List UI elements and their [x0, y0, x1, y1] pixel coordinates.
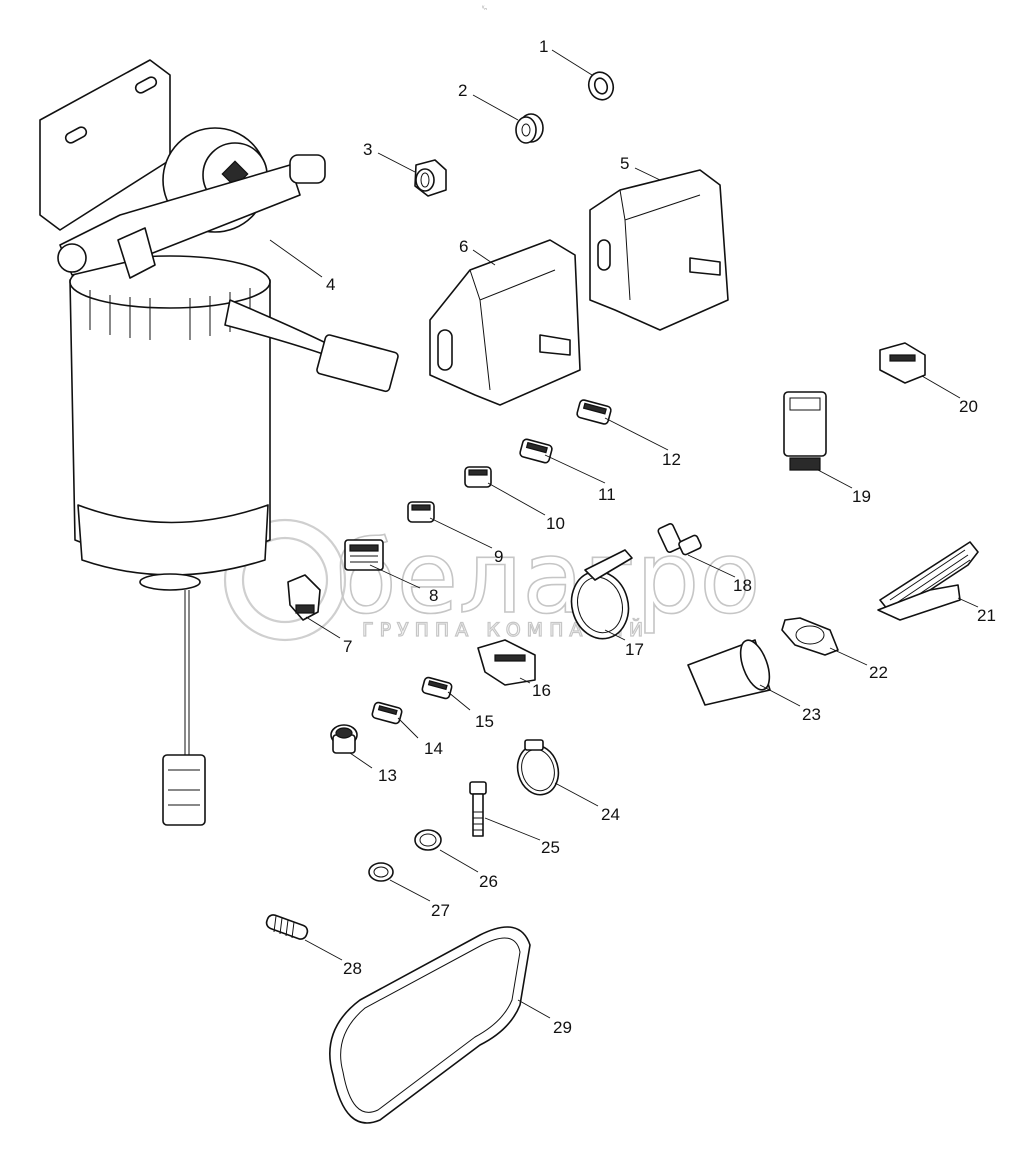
callout-2: 2	[458, 81, 467, 100]
top-mark: ᵛₙ	[481, 5, 487, 12]
part-12-connector[interactable]	[576, 399, 612, 425]
callout-18: 18	[733, 576, 752, 595]
callout-24: 24	[601, 805, 620, 824]
part-16-connector[interactable]	[477, 639, 536, 686]
callout-20: 20	[959, 397, 978, 416]
part-14-connector[interactable]	[371, 701, 403, 725]
callout-4: 4	[326, 275, 335, 294]
callout-21: 21	[977, 606, 996, 625]
leader-lines	[269, 49, 979, 1019]
watermark-ring-inner	[241, 536, 329, 624]
callout-28: 28	[343, 959, 362, 978]
callout-25: 25	[541, 838, 560, 857]
part-2-washer[interactable]	[515, 113, 544, 144]
callout-14: 14	[424, 739, 443, 758]
part-11-connector[interactable]	[519, 438, 553, 464]
callout-23: 23	[802, 705, 821, 724]
callout-12: 12	[662, 450, 681, 469]
callout-22: 22	[869, 663, 888, 682]
part-18-sensor[interactable]	[657, 523, 702, 556]
callout-9: 9	[494, 547, 503, 566]
callout-5: 5	[620, 154, 629, 173]
callout-19: 19	[852, 487, 871, 506]
part-20-connector[interactable]	[879, 342, 926, 384]
part-9-connector[interactable]	[407, 501, 435, 523]
part-29-drive-belt[interactable]	[329, 926, 531, 1124]
part-25-bolt[interactable]	[469, 781, 487, 837]
part-13-cap[interactable]	[330, 724, 358, 754]
callout-7: 7	[343, 637, 352, 656]
part-17-v-band-clamp[interactable]	[564, 549, 636, 645]
callout-26: 26	[479, 872, 498, 891]
part-28-stud[interactable]	[265, 913, 309, 941]
part-27-sealing-ring[interactable]	[368, 862, 394, 882]
callout-16: 16	[532, 681, 551, 700]
part-15-connector[interactable]	[421, 676, 453, 700]
part-23-sleeve[interactable]	[687, 636, 775, 706]
callout-29: 29	[553, 1018, 572, 1037]
callout-11: 11	[598, 485, 616, 504]
watermark-ring-outer	[223, 518, 347, 642]
part-24-hose-clamp[interactable]	[512, 739, 564, 799]
part-19-relay-connector[interactable]	[783, 391, 827, 471]
part-3-hex-nut[interactable]	[414, 159, 447, 197]
part-22-gasket[interactable]	[781, 617, 839, 656]
part-6-bracket[interactable]	[429, 239, 581, 406]
callout-1: 1	[539, 37, 548, 56]
callout-labels: 1 2 3 4 5 6 7 8 9 10 11 12 13 14 15 16 1…	[326, 37, 996, 1037]
callout-15: 15	[475, 712, 494, 731]
part-4-fuel-filter[interactable]	[39, 59, 399, 826]
part-21-accelerator-pedal[interactable]	[877, 541, 979, 621]
part-26-sealing-ring[interactable]	[414, 829, 442, 851]
callout-10: 10	[546, 514, 565, 533]
part-10-connector[interactable]	[464, 466, 492, 488]
part-5-bracket[interactable]	[589, 169, 729, 331]
callout-27: 27	[431, 901, 450, 920]
callout-6: 6	[459, 237, 468, 256]
callout-8: 8	[429, 586, 438, 605]
callout-13: 13	[378, 766, 397, 785]
part-7-sensor[interactable]	[287, 574, 321, 621]
part-8-connector-block[interactable]	[344, 539, 384, 571]
callout-3: 3	[363, 140, 372, 159]
callout-17: 17	[625, 640, 644, 659]
part-1-spring-washer[interactable]	[585, 69, 617, 104]
